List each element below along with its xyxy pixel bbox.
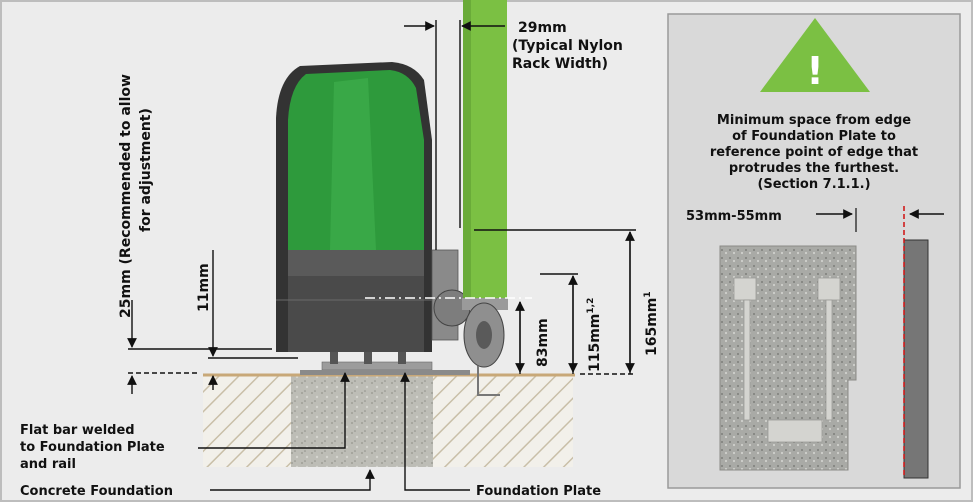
dimension-165mm [474,229,636,375]
callout-leaders [198,372,470,491]
dimension-115mm [540,273,578,374]
mounting-bolts [330,350,406,364]
height-83mm-label: 83mm [535,318,551,367]
concrete-foundation [291,375,433,467]
spacing-label: 53mm-55mm [686,209,782,224]
svg-text:115mm1,2: 115mm1,2 [586,298,603,372]
foundation-plate-label: Foundation Plate [476,484,601,499]
foundation-plate [321,361,433,371]
panel-note-line3: reference point of edge that [710,145,918,160]
adjust-label-line2: for adjustment) [138,108,154,232]
dimension-11mm [208,250,298,390]
rail-bracket [477,366,500,396]
info-panel: ! Minimum space from edge of Foundation … [667,13,961,489]
dimension-25mm [127,300,272,394]
height-165mm-label: 165mm1 [643,291,660,356]
concrete-foundation-label: Concrete Foundation [20,484,173,499]
flat-bar-height-label: 11mm [196,263,212,312]
panel-note-line1: Minimum space from edge [717,113,911,128]
warning-exclamation: ! [806,49,823,93]
height-115mm-label: 115mm1,2 [586,298,603,372]
gate-edge [903,239,929,479]
adjust-label-line1: 25mm (Recommended to allow [118,74,134,318]
svg-text:165mm1: 165mm1 [643,291,660,356]
flat-bar-callout-line2: to Foundation Plate [20,440,165,455]
dimension-29mm [404,20,505,250]
gate-motor [276,62,432,352]
rack-width-line2: (Typical Nylon [512,38,623,54]
flat-bar-callout-line3: and rail [20,457,76,472]
ground-hatch [203,375,573,467]
rack-width-value: 29mm [518,20,567,36]
panel-note-line2: of Foundation Plate to [732,129,896,144]
flat-bar [300,370,470,375]
panel-note-line4: protrudes the furthest. [729,161,899,176]
panel-note-line5: (Section 7.1.1.) [757,177,870,192]
rack-width-line3: Rack Width) [512,56,608,72]
warning-triangle-icon [760,18,870,92]
flat-bar-callout-line1: Flat bar welded [20,423,135,438]
foundation-plate-top-view [719,245,857,471]
